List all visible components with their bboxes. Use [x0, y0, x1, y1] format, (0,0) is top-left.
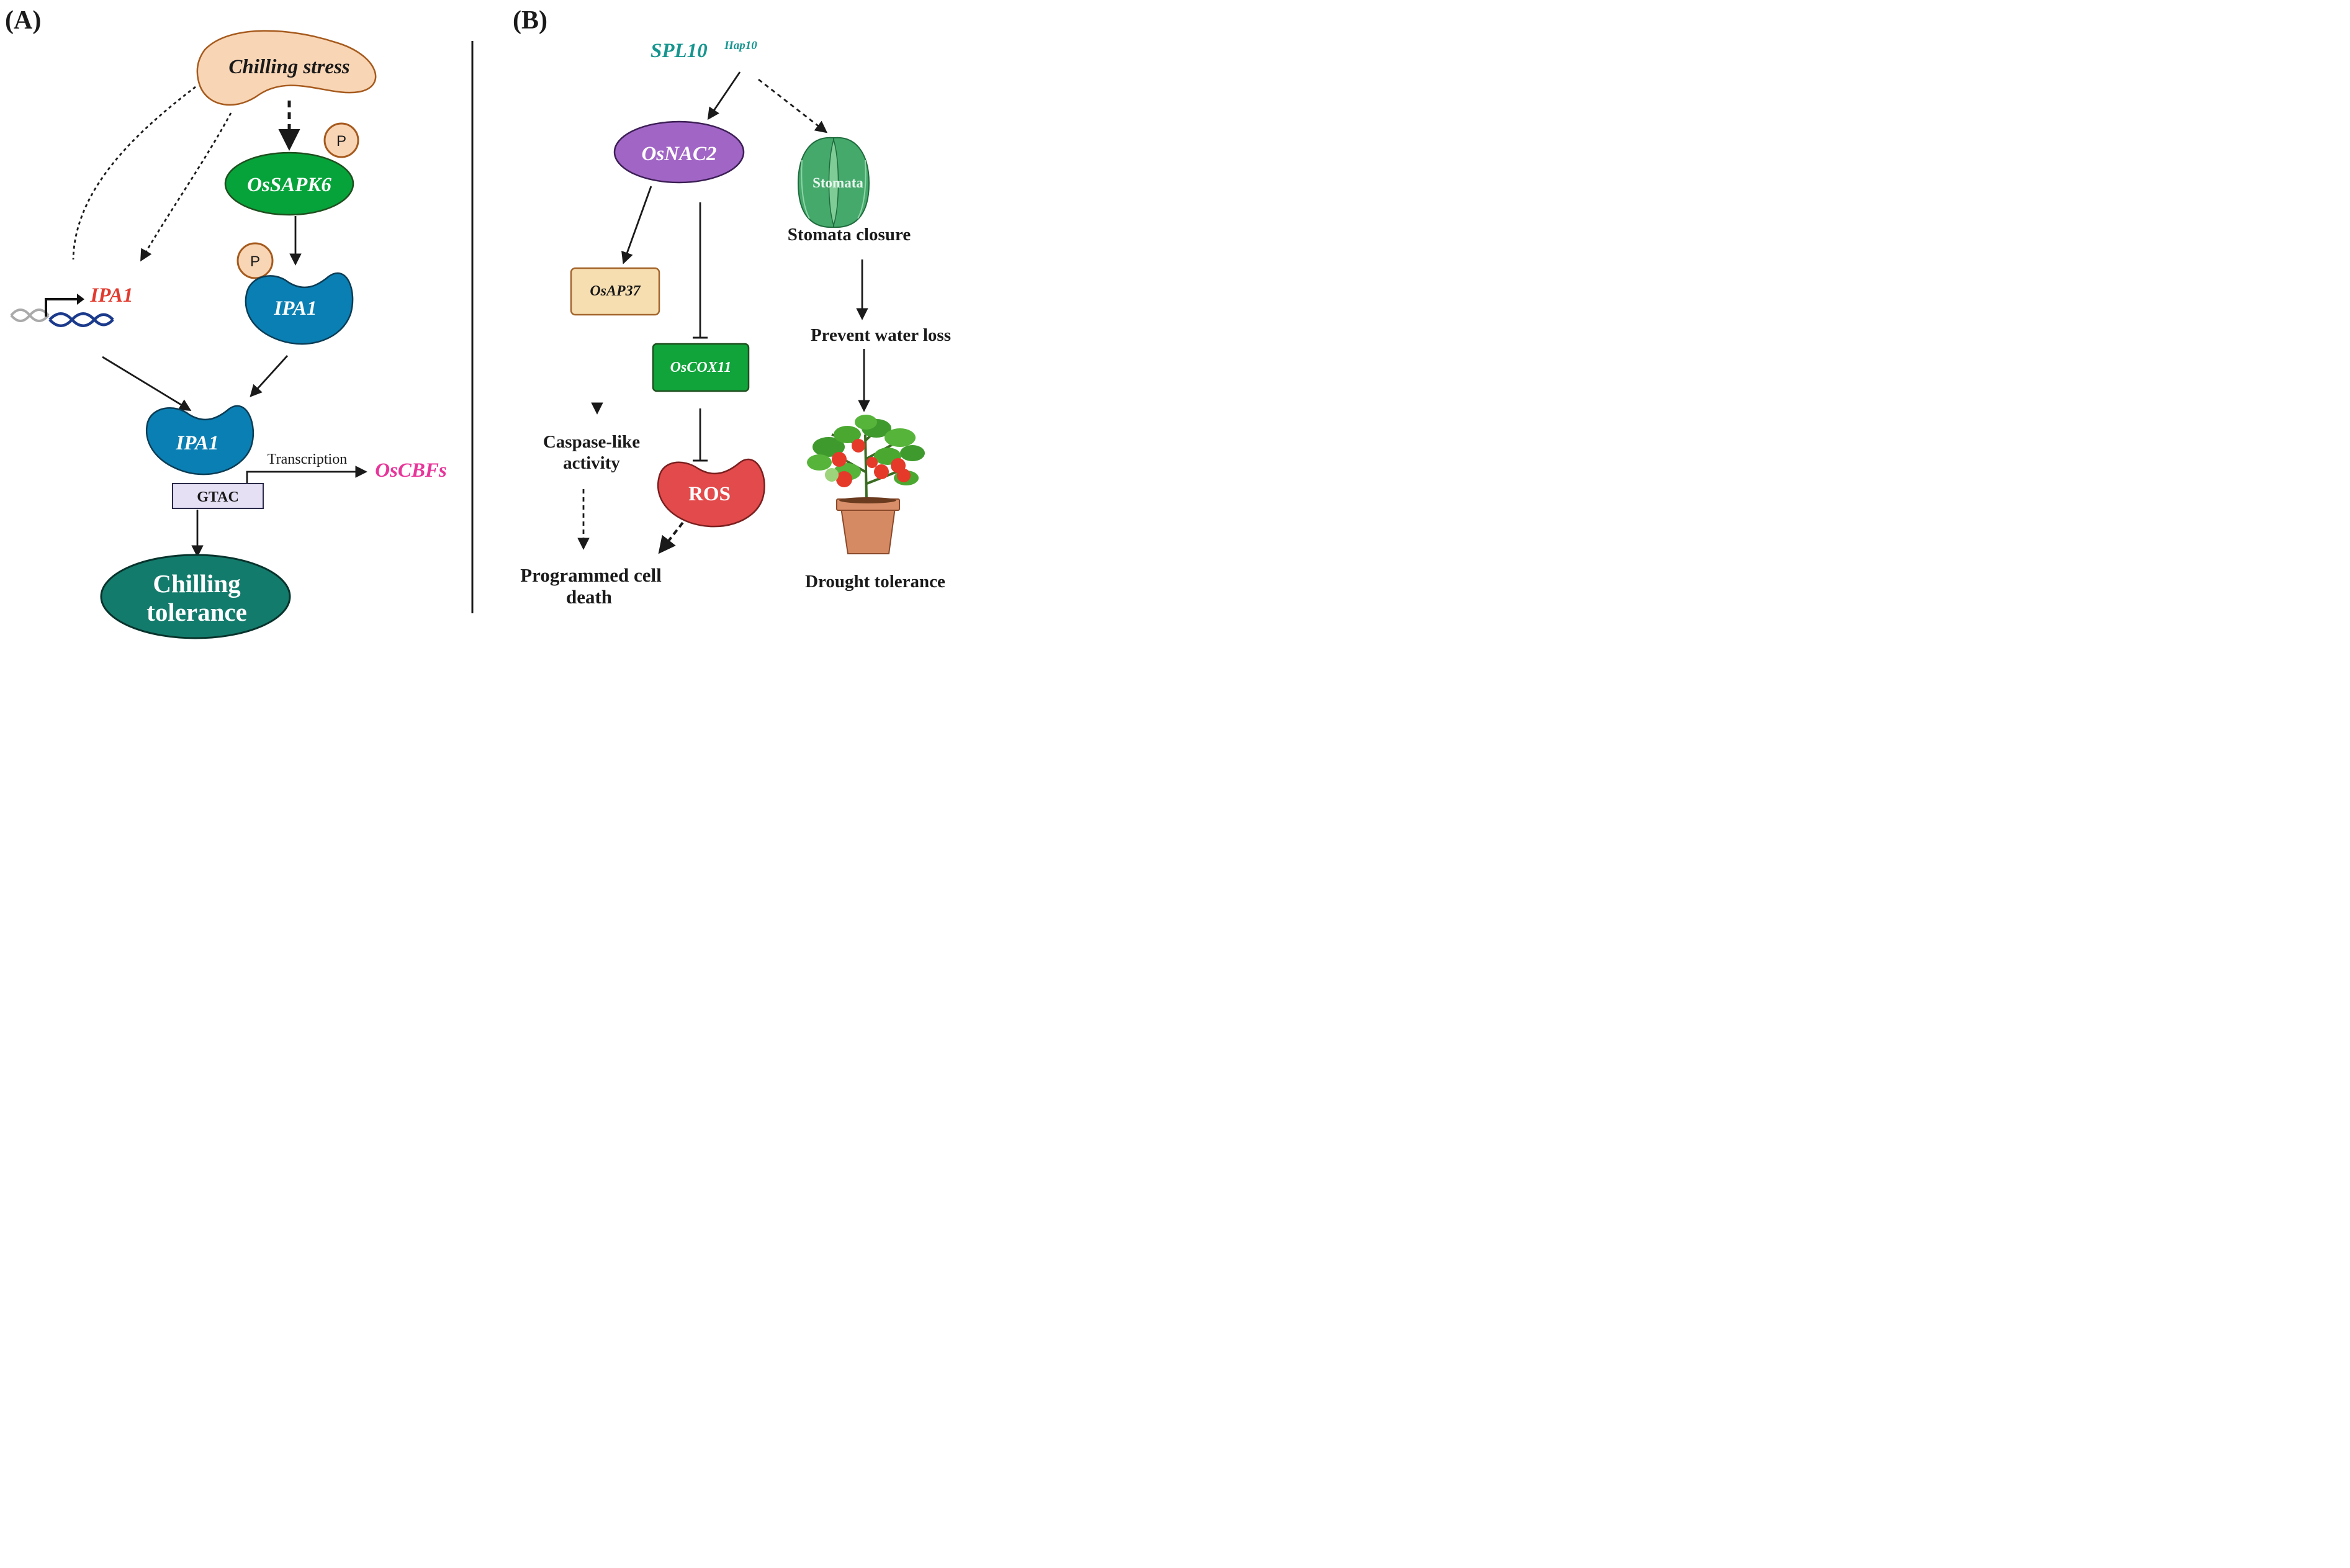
phosphate-label: P	[336, 133, 346, 150]
osap37-label: OsAP37	[590, 283, 641, 299]
osap37-box	[570, 267, 660, 316]
stomata-closure-label: Stomata closure	[788, 225, 911, 245]
drought-tolerance-label: Drought tolerance	[805, 572, 945, 592]
chilling-stress-shape	[196, 30, 377, 106]
spl10-label: SPL10	[651, 40, 708, 62]
ipa1-bound-node	[145, 405, 254, 475]
ipa1-phospho-label: IPA1	[273, 297, 317, 320]
transcription-label: Transcription	[268, 451, 347, 467]
phosphate-icon-ipa1	[236, 242, 274, 279]
panel-a: (A) Chilling stress P OsSAPK6 P IPA1	[5, 6, 447, 639]
oscox11-label: OsCOX11	[670, 359, 732, 376]
ros-node	[657, 458, 765, 528]
chilling-tolerance-node	[100, 554, 291, 639]
caspase-label-line1: Caspase-like	[543, 432, 640, 452]
chilling-tolerance-line1: Chilling	[153, 569, 241, 598]
gtac-box	[172, 483, 264, 509]
tomato-plant-icon	[807, 415, 925, 554]
stomata-label: Stomata	[813, 175, 863, 191]
oscox11-box	[652, 343, 750, 392]
ossapk6-label: OsSAPK6	[247, 174, 331, 196]
dotted-arrow-spl10-to-stomata	[758, 78, 828, 133]
prevent-water-loss-label: Prevent water loss	[811, 325, 951, 345]
osnac2-node	[613, 120, 745, 184]
signaling-pathway-diagram: (A) Chilling stress P OsSAPK6 P IPA1	[5, 6, 951, 639]
panel-b-label: (B)	[513, 6, 547, 35]
arrow-gene-to-ipa1	[102, 356, 192, 412]
transcription-arrow	[246, 466, 367, 484]
ossapk6-node	[224, 151, 354, 216]
arrow-spl10-to-osnac2	[707, 71, 741, 120]
dna-gene-icon	[10, 294, 114, 327]
oscbfs-label: OsCBFs	[375, 459, 447, 482]
ipa1-bound-label: IPA1	[175, 432, 218, 454]
phosphate-label-ipa1: P	[250, 253, 260, 270]
osnac2-label: OsNAC2	[641, 143, 716, 165]
phosphate-icon	[323, 122, 359, 158]
panel-b: (B) SPL10 Hap10 OsNAC2 Stomata Stomata c…	[513, 6, 951, 608]
arrow-phospho-ipa1-to-ipa1	[250, 355, 289, 397]
stomata-icon	[797, 137, 870, 228]
caspase-label-line2: activity	[563, 453, 620, 473]
spl10-superscript: Hap10	[724, 39, 757, 52]
dotted-arrow-stress-to-ipa1-gene	[72, 86, 196, 260]
panel-a-label: (A)	[5, 6, 41, 35]
dotted-arrow-stress-to-ipa1	[140, 112, 232, 262]
ros-label: ROS	[688, 483, 731, 505]
pcd-label-line2: death	[566, 586, 612, 608]
chilling-tolerance-line2: tolerance	[146, 598, 247, 626]
pcd-label-line1: Programmed cell	[520, 564, 662, 586]
chilling-stress-label: Chilling stress	[228, 56, 349, 78]
arrow-osnac2-to-osap37	[621, 186, 652, 264]
ipa1-gene-label: IPA1	[89, 284, 133, 307]
ipa1-phospho-node	[245, 272, 354, 345]
dotted-arrow-ros-to-pcd	[658, 521, 684, 554]
gtac-label: GTAC	[197, 489, 239, 505]
